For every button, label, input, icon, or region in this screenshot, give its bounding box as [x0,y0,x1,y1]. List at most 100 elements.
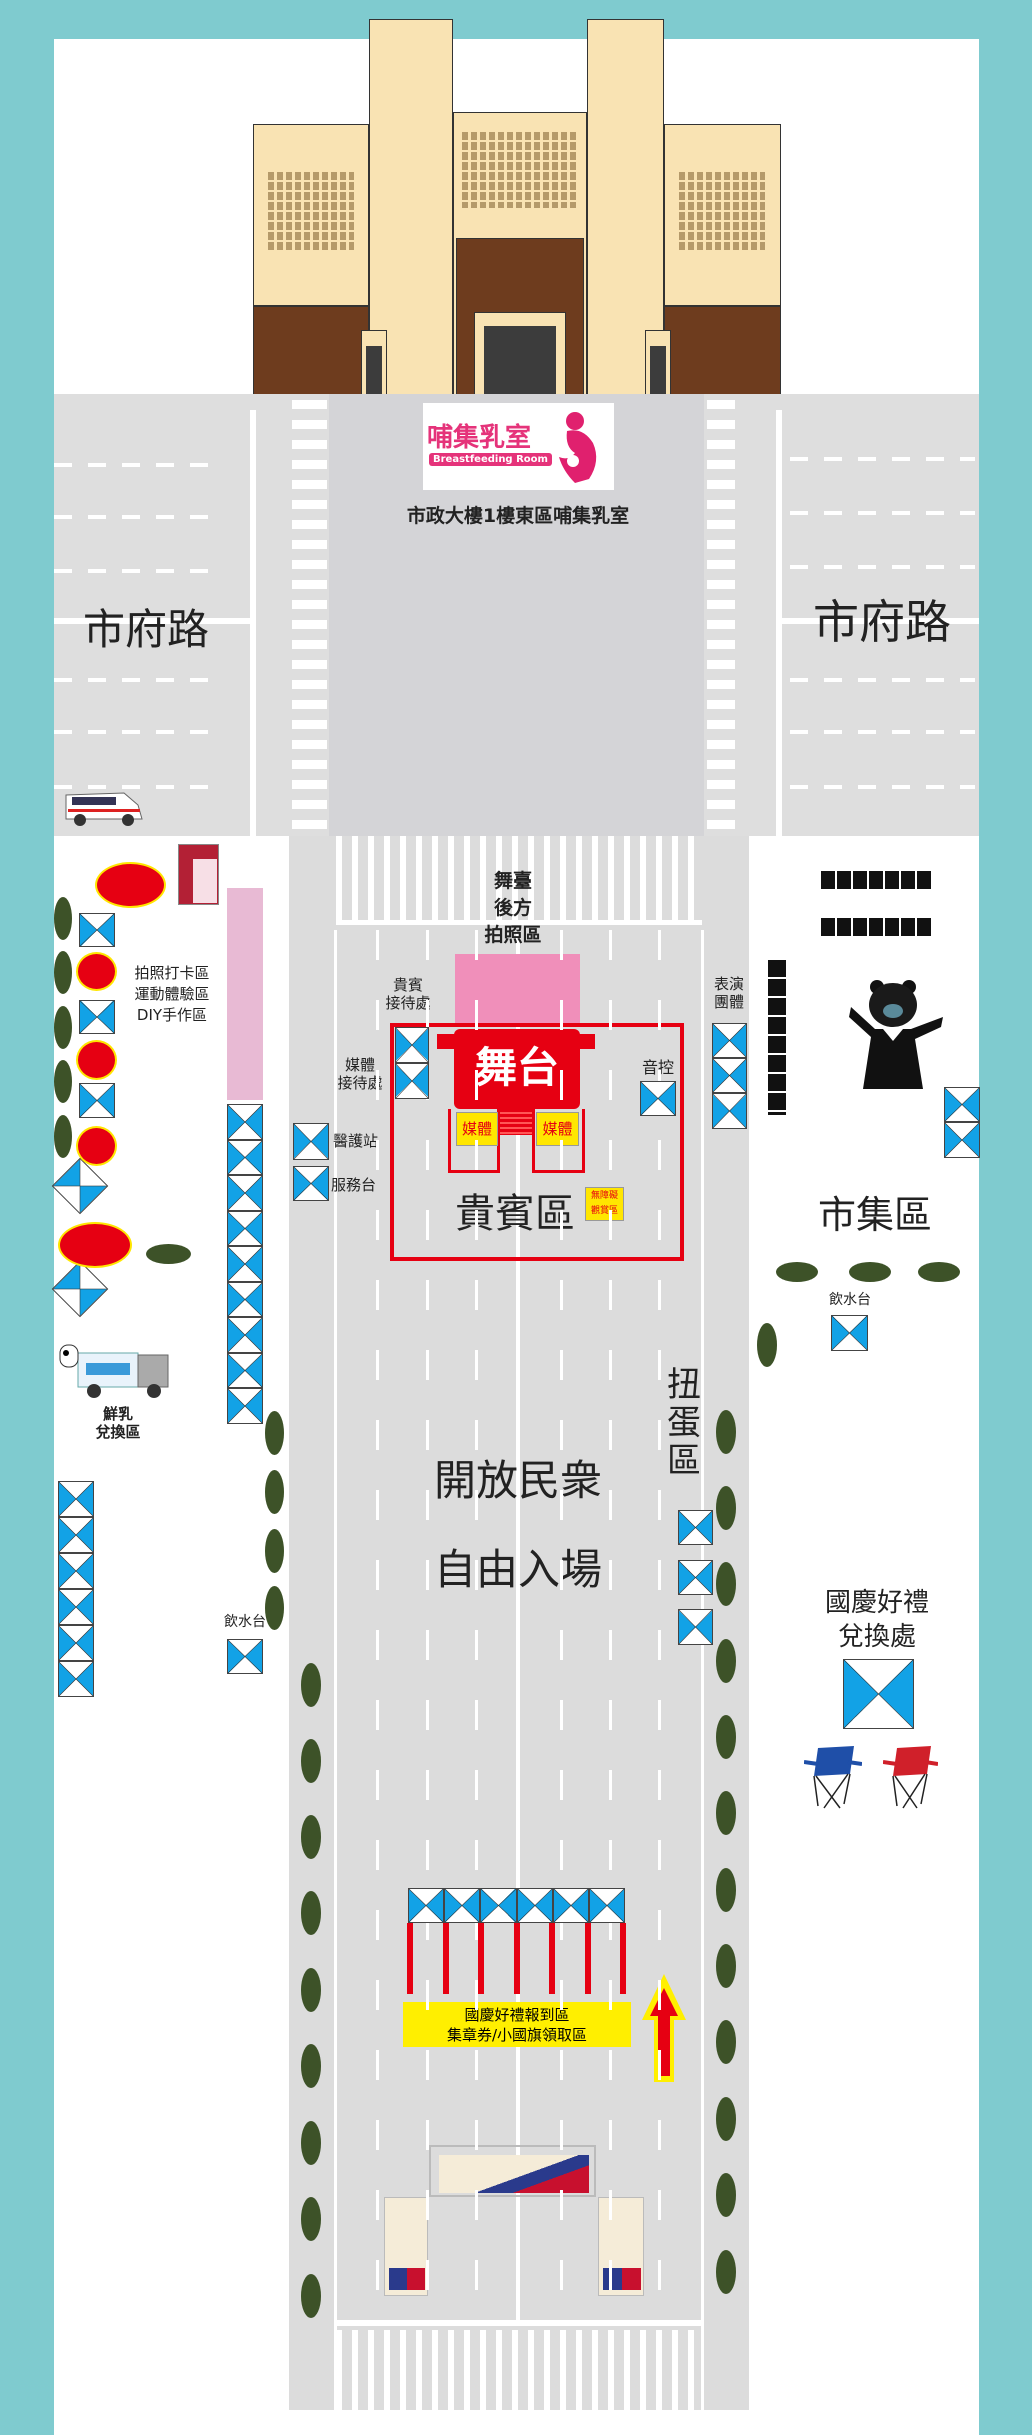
vip-area-outline [390,1023,684,1261]
breastfeeding-room-logo: 哺集乳室 Breastfeeding Room [423,403,614,490]
tree-icon [716,1562,736,1606]
tree-icon [716,1868,736,1912]
tree-icon [54,1115,72,1158]
tent-icon [58,1661,94,1697]
tree-icon [716,2173,736,2217]
red-booth [76,1040,117,1080]
tree-icon [716,1639,736,1683]
tent-icon [944,1122,980,1158]
tent-icon [678,1609,713,1645]
lane-marking [790,457,975,461]
tree-icon [716,1486,736,1530]
formosan-bear-mascot-icon [847,977,947,1089]
road-name-left: 市府路 [82,605,209,654]
gift-checkin-banner: 國慶好禮報到區 集章券/小國旗領取區 [403,2002,631,2047]
tree-icon [776,1262,818,1282]
lane-marking [475,930,478,2320]
stage-label: 舞台 [474,1043,559,1092]
breastfeeding-room-label: 市政大樓1樓東區哺集乳室 [406,505,630,527]
tent-icon [712,1023,747,1058]
tent-icon [79,913,115,947]
market-stall-column [768,960,786,1115]
tree-icon [54,1006,72,1049]
tree-icon [301,2121,321,2165]
tree-icon [301,1815,321,1859]
tent-icon [58,1553,94,1589]
open-to-public-label: 開放民衆 [433,1456,602,1505]
lane-marking [790,678,975,682]
tree-icon [54,1060,72,1103]
gate-post [442,1923,449,1994]
checkin-line1: 國慶好禮報到區 [464,2006,570,2024]
tent-icon [227,1210,263,1246]
red-booth [58,1222,132,1268]
lane-marking [426,930,429,2320]
tent-icon [227,1639,263,1674]
gate-tent-icon [408,1888,445,1923]
tent-icon [227,1104,263,1140]
tree-icon [716,1715,736,1759]
crosswalk-top [336,836,702,920]
info-poster-right [598,2197,644,2296]
lane-marking [658,930,661,2320]
lane-marking [609,930,612,2320]
accessible-viewing-area: 無障礙觀賞區 [585,1187,624,1221]
free-entry-label: 自由入場 [433,1545,602,1594]
gate-post [620,1923,626,1994]
milk-exchange-label: 鮮乳兌換區 [95,1405,141,1441]
gate-tent-icon [552,1888,589,1923]
media-box-right: 媒體 [536,1112,579,1146]
gate-tent-icon [516,1888,553,1923]
medical-station-label: 醫護站 [333,1132,379,1150]
gate-tent-icon [480,1888,517,1923]
stage-rear-photo-label: 舞臺後方拍照區 [484,870,542,946]
tent-icon [58,1517,94,1553]
tent-icon [227,1388,263,1424]
national-day-banner [439,2155,589,2193]
tree-icon [716,1944,736,1988]
sound-control-label: 音控 [630,1058,686,1077]
tree-icon [265,1586,284,1630]
performers-label: 表演團體 [713,975,744,1011]
lane-marking [54,678,224,682]
crosswalk-left [292,400,327,836]
tent-icon [640,1081,676,1116]
lane-marking [54,463,224,467]
tree-icon [716,1410,736,1454]
tent-icon [293,1123,329,1160]
tent-icon [227,1281,263,1317]
crosswalk-bottom [336,2330,702,2410]
lane-marking [376,930,379,2320]
tree-icon [301,1891,321,1935]
tent-icon [58,1481,94,1517]
gate-post [513,1923,520,1994]
gate-post [407,1923,413,1994]
water-station-label-left: 飲水台 [224,1614,266,1630]
tent-icon [678,1560,713,1595]
gate-post [549,1923,555,1994]
tree-icon [716,2097,736,2141]
market-area-label: 市集區 [817,1193,932,1237]
market-stall-row [821,871,933,889]
stage-steps [500,1109,532,1135]
entrance-arch [429,2145,596,2197]
media-reception-label: 媒體接待處 [337,1056,383,1092]
tree-icon [301,1968,321,2012]
lane-marking [54,785,224,789]
lane-marking [790,785,975,789]
tent-icon [395,1027,429,1063]
tree-icon [265,1470,284,1514]
lane-marking [54,515,224,519]
tree-icon [849,1262,891,1282]
tent-icon [58,1589,94,1625]
vip-area-label: 貴賓區 [455,1191,575,1237]
tent-icon [944,1087,980,1122]
tent-icon [678,1510,713,1545]
tent-icon [293,1166,329,1201]
road-name-right: 市府路 [813,595,951,649]
tree-icon [54,951,72,994]
mother-baby-icon [553,409,603,485]
lane-marking [790,565,975,569]
milk-truck-icon [56,1339,174,1402]
checkin-line2: 集章券/小國旗領取區 [446,2026,588,2044]
